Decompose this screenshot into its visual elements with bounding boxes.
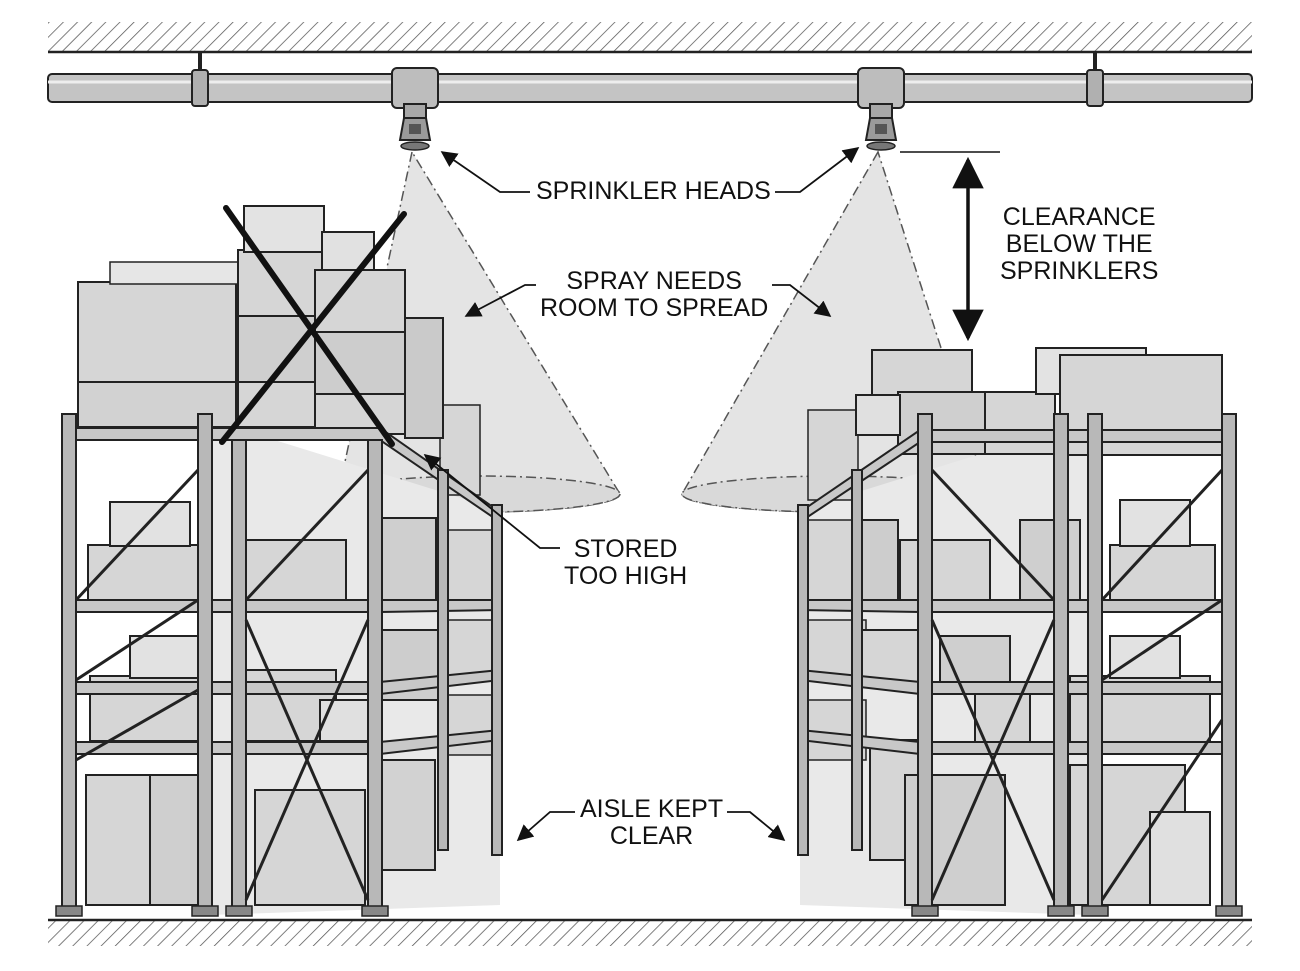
aisle-label: AISLE KEPT CLEAR: [576, 795, 728, 850]
stored-line-1: STORED: [573, 535, 678, 563]
stored-line-2: TOO HIGH: [564, 562, 688, 590]
stored-too-high-label: STORED TOO HIGH: [560, 535, 692, 590]
spray-line-1: SPRAY NEEDS: [566, 267, 742, 295]
clearance-dimension: [900, 151, 1000, 342]
sprinkler-head-icon: [857, 67, 905, 151]
sprinkler-heads-label: SPRINKLER HEADS: [532, 178, 775, 205]
spray-label: SPRAY NEEDS ROOM TO SPREAD: [536, 267, 773, 322]
sprinkler-heads-text: SPRINKLER HEADS: [536, 177, 771, 205]
aisle-line-2: CLEAR: [609, 822, 694, 850]
sprinkler-head-icon: [391, 67, 439, 151]
clearance-label: CLEARANCE BELOW THE SPRINKLERS: [996, 203, 1163, 285]
spray-line-2: ROOM TO SPREAD: [540, 294, 769, 322]
ceiling: [48, 22, 1252, 54]
clearance-line-3: SPRINKLERS: [1000, 257, 1159, 285]
right-storage-rack: [797, 347, 1243, 917]
clearance-line-2: BELOW THE: [1005, 230, 1153, 258]
sprinkler-pipe: [47, 52, 1253, 107]
floor: [48, 918, 1252, 946]
x-mark-icon: [219, 205, 407, 447]
leader-lines: [423, 147, 860, 842]
left-storage-rack: [55, 205, 503, 917]
aisle-line-1: AISLE KEPT: [580, 795, 724, 823]
clearance-line-1: CLEARANCE: [1002, 203, 1156, 231]
